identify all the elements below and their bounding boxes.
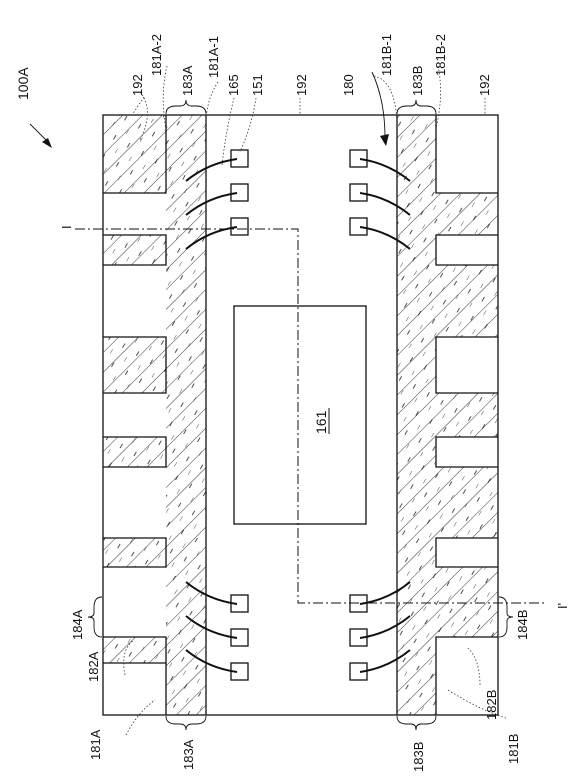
brace-183A-top: [165, 99, 207, 115]
label-165: 165: [226, 74, 241, 96]
bonding-wire: [359, 192, 411, 216]
bonding-wire: [359, 649, 411, 673]
label-181A-2: 181A-2: [149, 34, 164, 76]
lead-frame-181A: [103, 115, 206, 715]
bond-pad: [349, 217, 368, 236]
bond-pad: [349, 149, 368, 168]
bond-pad: [230, 149, 249, 168]
brace-184B: [498, 596, 514, 638]
bonding-wire: [359, 158, 411, 182]
label-161: 161: [313, 410, 329, 434]
section-label-start: I: [59, 225, 74, 229]
semiconductor-chip-161: [233, 305, 367, 525]
bonding-wire: [185, 158, 238, 182]
lead-frame-181B: [397, 115, 498, 715]
section-line: [75, 228, 545, 604]
label-192-top-left: 192: [130, 74, 145, 96]
label-181A-1: 181A-1: [206, 36, 221, 78]
arrow-100A-head: [42, 138, 52, 148]
arrow-180: [371, 71, 386, 139]
bonding-wire: [185, 192, 238, 216]
bonding-wires-left: [185, 158, 238, 673]
bonding-wire: [185, 581, 238, 605]
bonding-wires-right: [359, 158, 411, 673]
label-184B: 184B: [515, 610, 530, 640]
label-181B-1: 181B-1: [379, 34, 394, 76]
bond-pads-right: [349, 149, 368, 681]
bond-pad: [230, 217, 249, 236]
lead-frame-181B-outline: [396, 115, 498, 715]
figure-label: 100A: [15, 67, 31, 100]
label-181B-2: 181B-2: [433, 34, 448, 76]
brace-183A-bottom: [165, 715, 207, 731]
leader-lines: [123, 65, 507, 736]
label-183B-top: 183B: [410, 66, 425, 96]
arrow-100A: [29, 123, 49, 143]
label-181B: 181B: [506, 734, 521, 764]
label-183A-top: 183A: [180, 65, 195, 96]
bonding-wire: [185, 226, 238, 250]
label-183A-bottom: 183A: [181, 739, 196, 770]
bonding-wire: [359, 226, 411, 250]
label-182A: 182A: [86, 651, 101, 682]
label-183B-bottom: 183B: [411, 742, 426, 772]
brace-183B-bottom: [396, 715, 437, 731]
section-label-end: I': [555, 603, 570, 609]
bond-pad: [349, 183, 368, 202]
arrow-180-head: [380, 134, 389, 146]
label-192-top-right: 192: [477, 74, 492, 96]
label-180: 180: [341, 74, 356, 96]
bonding-wire: [359, 581, 411, 605]
label-151: 151: [250, 74, 265, 96]
lead-frame-181A-outline: [103, 115, 207, 715]
brace-184A: [87, 596, 103, 638]
label-182B: 182B: [484, 690, 499, 720]
label-192-top-mid: 192: [294, 74, 309, 96]
bond-pad: [230, 183, 249, 202]
bonding-wire: [185, 615, 238, 639]
label-181A: 181A: [88, 729, 103, 760]
brace-183B-top: [396, 99, 437, 115]
bonding-wire: [359, 615, 411, 639]
bonding-wire: [185, 649, 238, 673]
label-184A: 184A: [70, 609, 85, 640]
